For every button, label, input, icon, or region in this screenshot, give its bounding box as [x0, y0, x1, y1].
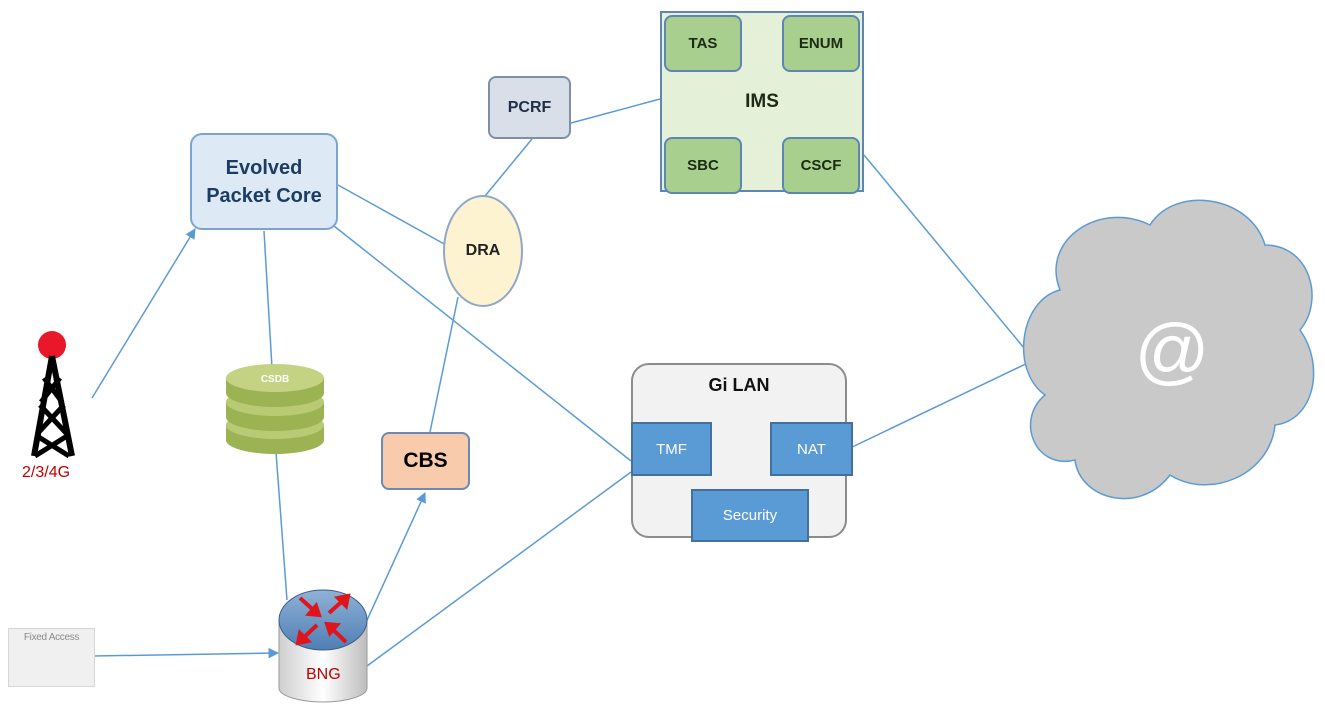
ims-tas-label: TAS — [688, 35, 718, 52]
internet-at-symbol: @ — [1134, 308, 1210, 392]
ims-enum-label: ENUM — [798, 35, 844, 52]
gi-lan-tmf-box: TMF — [631, 422, 712, 476]
cbs-label: CBS — [403, 449, 448, 472]
ims-enum-box: ENUM — [782, 15, 860, 72]
evolved-packet-core-box: Evolved Packet Core — [190, 133, 338, 230]
link-nat-cloud — [847, 359, 1035, 450]
link-epc-gilan — [333, 225, 632, 462]
gi-lan-nat-label: NAT — [797, 440, 826, 458]
pcrf-box: PCRF — [488, 76, 571, 139]
ims-label: IMS — [745, 90, 779, 112]
fixed-access-device: Fixed Access — [8, 628, 95, 687]
dra-node: DRA — [443, 195, 523, 307]
csdb-database: CSDB — [226, 364, 324, 454]
ims-cscf-box: CSCF — [782, 137, 860, 194]
bng-router-icon — [278, 589, 368, 703]
link-pcrf-ims — [570, 98, 661, 124]
dra-label: DRA — [465, 242, 501, 259]
gi-lan-box: Gi LAN TMF NAT Security — [631, 363, 853, 542]
link-bng-cbs — [357, 492, 426, 641]
link-bng-gilan — [366, 471, 632, 667]
link-csdb-bng — [275, 451, 288, 601]
gi-lan-nat-box: NAT — [770, 422, 853, 476]
pcrf-label: PCRF — [507, 98, 552, 116]
link-ims-cloud — [863, 154, 1035, 361]
ims-tas-box: TAS — [664, 15, 742, 72]
ims-cscf-label: CSCF — [800, 157, 842, 174]
link-epc-dra — [337, 184, 447, 246]
gi-lan-security-box: Security — [691, 489, 809, 542]
link-dra-cbs — [429, 296, 459, 433]
link-fixed-bng — [92, 647, 280, 659]
gi-lan-security-label: Security — [722, 507, 778, 524]
csdb-label: CSDB — [261, 374, 289, 385]
link-dra-pcrf — [484, 138, 533, 197]
internet-cloud — [1022, 199, 1315, 500]
evolved-packet-core-label: Evolved Packet Core — [206, 156, 322, 207]
connections — [91, 98, 1035, 667]
gi-lan-title: Gi LAN — [708, 375, 770, 395]
link-tower-epc — [91, 228, 196, 399]
cell-tower-icon — [31, 331, 75, 459]
gi-lan-tmf-label: TMF — [656, 440, 687, 458]
ims-box: IMS TAS ENUM SBC CSCF — [660, 11, 864, 194]
tower-generation-label: 2/3/4G — [22, 464, 71, 481]
fixed-access-label: Fixed Access — [23, 632, 80, 643]
ims-sbc-box: SBC — [664, 137, 742, 194]
bng-label: BNG — [306, 666, 341, 683]
link-epc-csdb — [263, 230, 273, 369]
cbs-box: CBS — [381, 432, 470, 490]
ims-sbc-label: SBC — [687, 157, 719, 174]
